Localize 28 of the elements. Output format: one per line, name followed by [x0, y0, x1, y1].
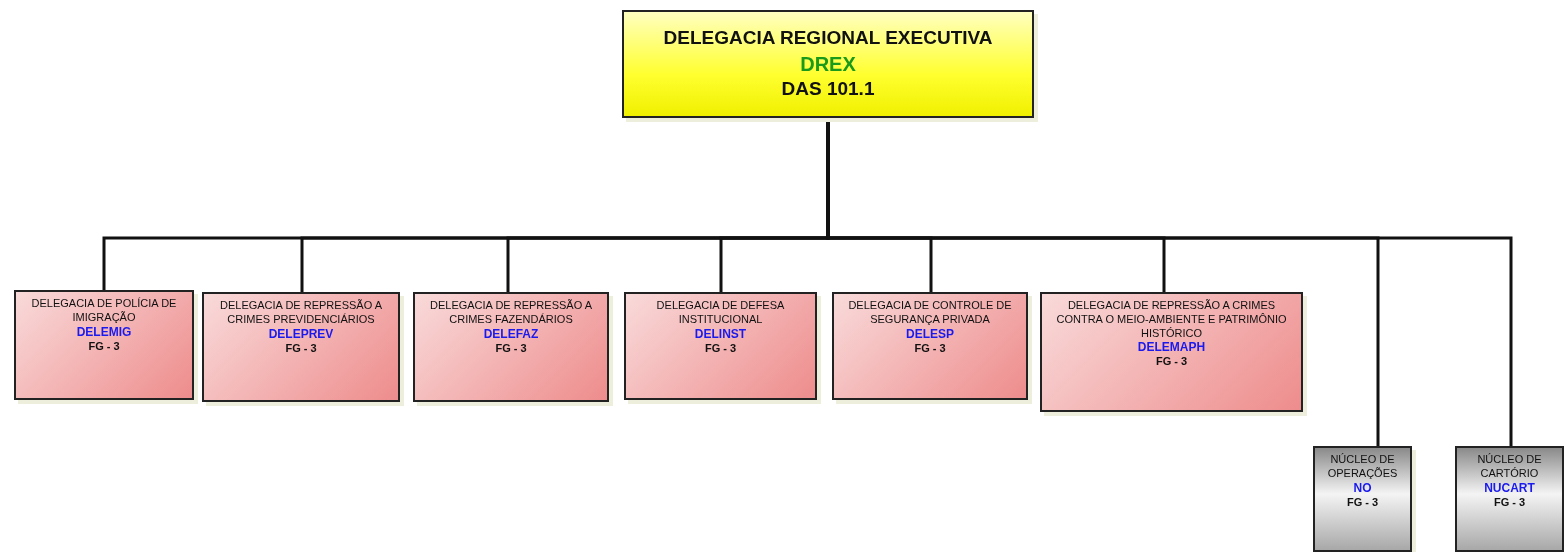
unit-name: DELEGACIA DE DEFESA INSTITUCIONAL	[655, 299, 786, 327]
position-code: DAS 101.1	[781, 77, 875, 101]
unit-name: DELEGACIA REGIONAL EXECUTIVA	[663, 26, 993, 51]
position-code: FG - 3	[1346, 495, 1379, 510]
unit-acronym: DELINST	[694, 326, 747, 342]
position-code: FG - 3	[914, 341, 946, 356]
position-code: FG - 3	[704, 341, 737, 356]
position-code: FG - 3	[88, 339, 120, 354]
unit-acronym: DELEMAPH	[1137, 340, 1206, 356]
unit-acronym: DREX	[800, 52, 856, 77]
unit-acronym: NUCART	[1484, 480, 1535, 496]
unit-name: DELEGACIA DE REPRESSÃO A CRIMES PREVIDENCIÁRIOS	[219, 299, 383, 327]
position-code: FG - 3	[1155, 355, 1188, 369]
unit-name: DELEGACIA DE POLÍCIA DE IMIGRAÇÃO	[30, 297, 178, 325]
unit-name: NÚCLEO DE OPERAÇÕES	[1326, 453, 1399, 481]
unit-name: DELEGACIA DE REPRESSÃO A CRIMES CONTRA O MEIO-AMBIENTE E PATRIMÔNIO HISTÓRICO	[1055, 299, 1288, 341]
unit-acronym: DELEMIG	[76, 324, 132, 340]
position-code: FG - 3	[495, 341, 527, 356]
unit-name: NÚCLEO DE CARTÓRIO	[1476, 453, 1543, 481]
unit-acronym: DELEFAZ	[483, 326, 539, 342]
position-code: FG - 3	[285, 341, 317, 356]
unit-acronym: DELEPREV	[268, 326, 334, 342]
unit-acronym: NO	[1353, 480, 1372, 496]
org-unit-box	[1455, 446, 1564, 552]
position-code: FG - 3	[1493, 495, 1526, 510]
unit-name: DELEGACIA DE CONTROLE DE SEGURANÇA PRIVADA	[847, 299, 1013, 327]
unit-name: DELEGACIA DE REPRESSÃO A CRIMES FAZENDÁRIOS	[429, 299, 593, 327]
unit-acronym: DELESP	[906, 326, 954, 342]
